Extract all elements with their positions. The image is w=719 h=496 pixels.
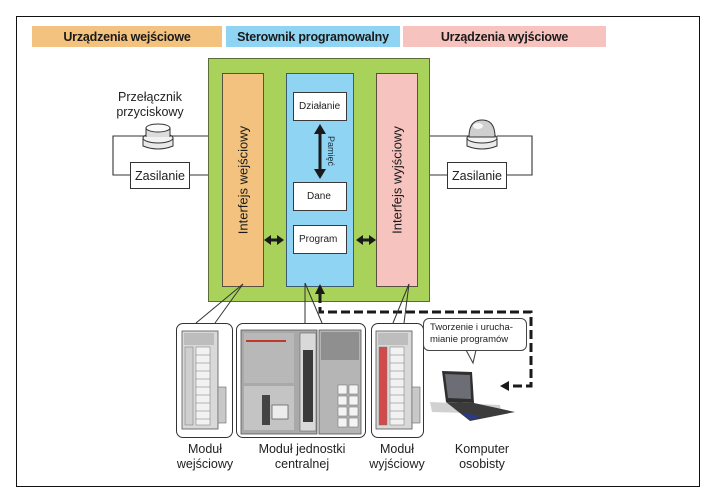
operation-block: Działanie — [293, 92, 347, 121]
output-module-image — [375, 330, 421, 430]
cpu-to-output-arrow — [356, 235, 376, 245]
output-power-supply: Zasilanie — [447, 162, 507, 189]
input-power-supply: Zasilanie — [130, 162, 190, 189]
header-programmable-controller: Sterownik programowalny — [226, 26, 400, 47]
bubble-text-line2: mianie programów — [430, 334, 509, 345]
output-module-caption-line2: wyjściowy — [369, 457, 425, 471]
data-block: Dane — [293, 182, 347, 211]
computer-caption: Komputer osobisty — [446, 442, 518, 472]
cpu-module-caption-line2: centralnej — [274, 457, 330, 471]
output-interface: Interfejs wyjściowy — [376, 73, 418, 287]
input-module-image — [181, 330, 227, 430]
memory-double-arrow — [314, 124, 326, 179]
output-module-caption: Moduł wyjściowy — [364, 442, 430, 472]
indicator-lamp-icon — [466, 119, 498, 150]
programming-link-dashed — [315, 284, 533, 391]
cpu-module-caption: Moduł jednostki centralnej — [244, 442, 360, 472]
computer-caption-line2: osobisty — [459, 457, 505, 471]
push-button-label: Przełącznik przyciskowy — [100, 90, 200, 120]
input-module-caption-line2: wejściowy — [176, 457, 234, 471]
output-module-caption-line1: Moduł — [379, 442, 415, 456]
input-module-caption: Moduł wejściowy — [172, 442, 238, 472]
diagram-frame — [16, 16, 700, 487]
input-module-caption-line1: Moduł — [187, 442, 223, 456]
push-button-label-line1: Przełącznik — [118, 90, 182, 104]
header-input-devices: Urządzenia wejściowe — [32, 26, 222, 47]
callout-lines — [195, 282, 410, 324]
program-block: Program — [293, 225, 347, 254]
push-button-icon — [142, 123, 174, 150]
input-circuit-wires — [112, 135, 208, 176]
output-circuit-wires — [430, 135, 533, 176]
laptop-icon — [430, 371, 515, 421]
header-output-devices: Urządzenia wyjściowe — [403, 26, 606, 47]
input-to-cpu-arrow — [264, 235, 284, 245]
push-button-label-line2: przyciskowy — [116, 105, 184, 119]
bubble-text-line1: Tworzenie i urucha- — [430, 322, 513, 333]
programming-speech-bubble: Tworzenie i urucha- mianie programów — [423, 318, 527, 351]
computer-caption-line1: Komputer — [454, 442, 510, 456]
cpu-module-caption-line1: Moduł jednostki — [258, 442, 346, 456]
bubble-tail — [465, 349, 477, 365]
input-interface: Interfejs wejściowy — [222, 73, 264, 287]
cpu-module-image — [240, 329, 362, 435]
